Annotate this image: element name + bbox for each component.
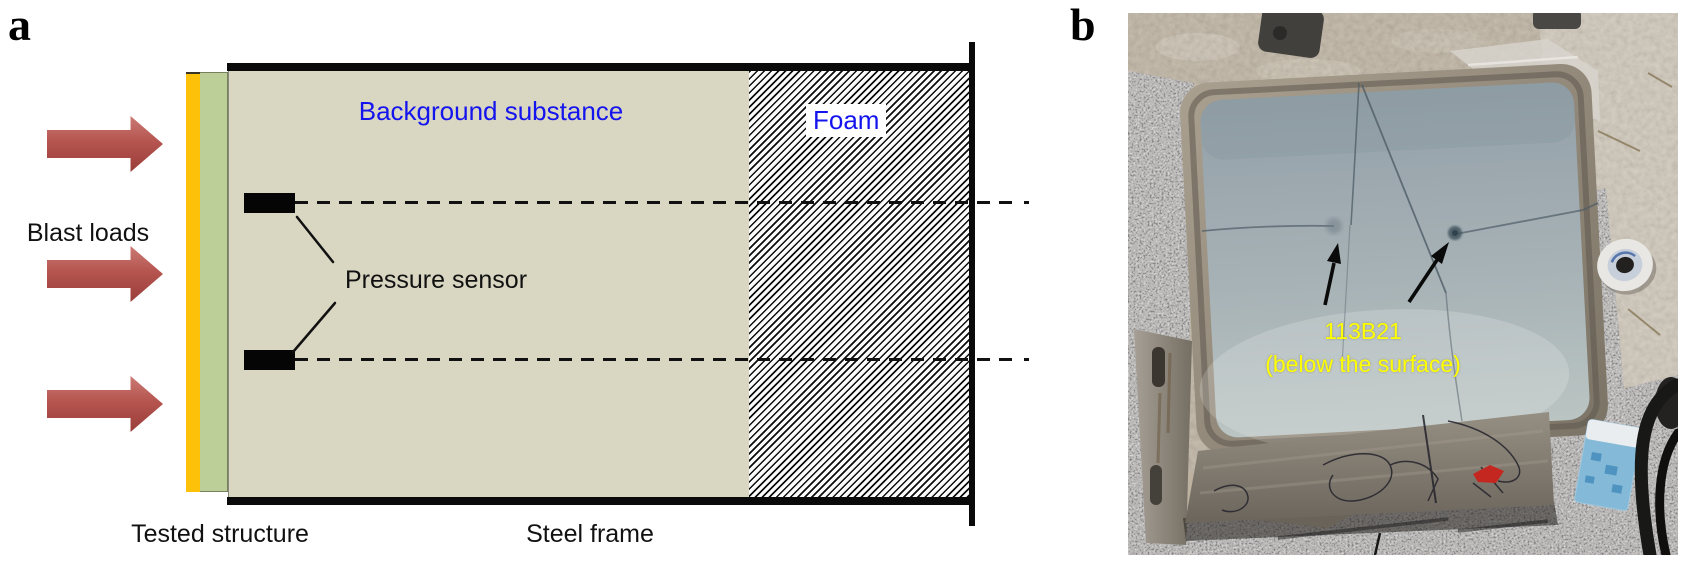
blast-arrow-icon [47,246,163,302]
background-substance-label: Background substance [358,96,624,126]
sensor-centerline-top [295,201,1018,204]
pressure-sensor-callout-lines [291,215,337,354]
pressure-sensor-label: Pressure sensor [345,266,528,294]
blue-tape-box [1574,419,1642,511]
blast-arrow-icon [47,376,163,432]
steel-frame-bottom-bar [227,497,969,505]
floor-marks [1277,517,1549,540]
sensor-spot-left [1326,218,1342,234]
box-shadow [1183,501,1558,541]
panel-a-label: a [8,0,31,50]
clamp-object [1258,13,1581,58]
steel-frame-right-bar [969,42,975,526]
red-marker [1473,465,1504,483]
pressure-sensor-bottom [244,350,295,370]
power-cables [1634,377,1678,555]
foam-label: Foam [806,104,887,137]
foam-region [749,71,969,497]
tape-roll [1597,238,1657,295]
test-box-photo-art [1128,13,1678,555]
annotation-arrow-right [1407,242,1449,303]
tested-structure-layer-orange [186,72,200,492]
photo-annotation: 113B21 (below the surface) [1213,315,1513,381]
sensor-centerline-bottom-dot [1024,358,1029,361]
twigs [1597,72,1673,336]
cable-under-box [1373,532,1382,555]
sensor-centerline-bottom [295,358,1018,361]
side-flange [1134,329,1192,545]
blast-loads-label: Blast loads [26,219,150,247]
pressure-sensor-top [244,193,295,213]
sensor-spot-right-core [1452,230,1458,236]
steel-frame-top-bar [227,63,969,71]
panel-b-label: b [1070,0,1096,50]
blast-arrow-icon [47,116,163,172]
photo-annotation-line2: (below the surface) [1265,351,1461,377]
tested-structure-label: Tested structure [131,520,309,548]
tested-structure-layer-green [200,72,228,492]
crack-lines [1201,82,1599,422]
sensor-centerline-top-dot [1024,201,1029,204]
photo-annotation-line1: 113B21 [1324,318,1402,344]
steel-frame-label: Steel frame [526,520,654,548]
test-box-photo: 113B21 (below the surface) [1128,13,1678,555]
gel-surface [1199,82,1590,455]
annotation-arrow-left [1323,243,1341,306]
